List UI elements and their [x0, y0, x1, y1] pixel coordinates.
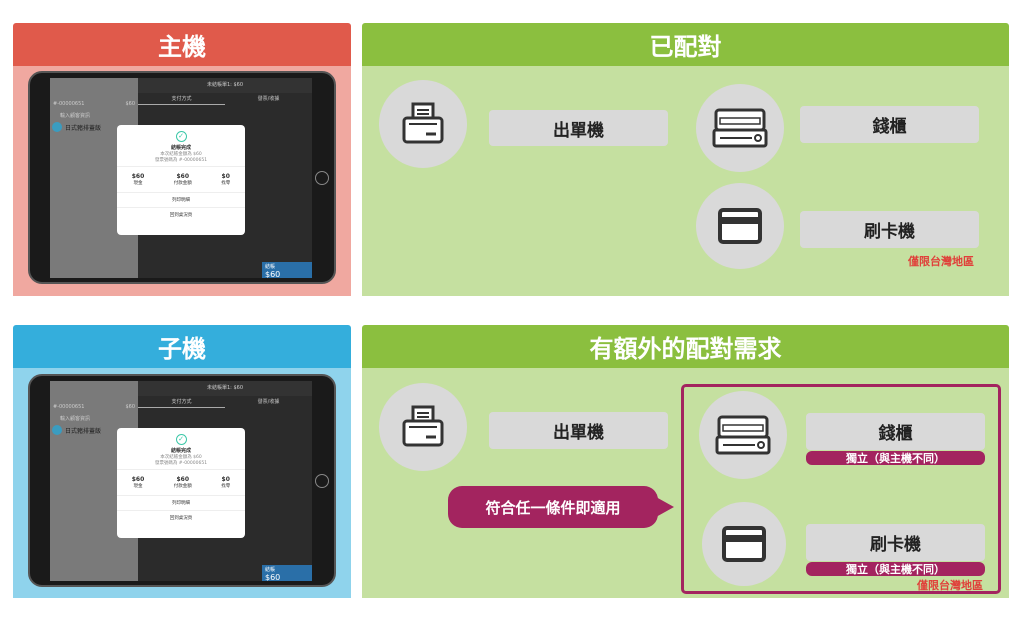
- change-value: $0: [221, 476, 230, 483]
- cash-value: $60: [131, 476, 145, 483]
- extra-region-note: 僅限台灣地區: [917, 579, 983, 592]
- paid-value: $60: [176, 476, 190, 483]
- cash-drawer-icon: [696, 84, 784, 172]
- order-amount: $60: [125, 101, 135, 107]
- paired-header: 已配對: [362, 23, 1009, 66]
- paired-printer-label: 出單機: [489, 110, 668, 146]
- order-number: #-00000651: [53, 404, 85, 410]
- home-button[interactable]: [315, 474, 329, 488]
- modal-title: 結帳完成: [170, 448, 191, 454]
- paired-panel: [362, 66, 1009, 296]
- customer-input[interactable]: 輸入顧客資訊: [60, 416, 91, 422]
- order-amount: $60: [125, 404, 135, 410]
- change-label: 找零: [221, 484, 231, 489]
- extra-card-reader-label: 刷卡機: [806, 524, 985, 561]
- back-to-tables-button[interactable]: 回到桌況頁: [169, 516, 193, 521]
- paired-card-reader-label: 刷卡機: [800, 211, 979, 248]
- tablet-sub: #-00000651 $60 輸入顧客資訊 日式豬排蓋飯 未結帳單1: $60 支…: [28, 374, 336, 587]
- order-number: #-00000651: [53, 101, 85, 107]
- tab-invoice[interactable]: 發票/收據: [257, 399, 280, 405]
- printer-icon: [379, 80, 467, 168]
- print-details-button[interactable]: 列印明細: [117, 496, 245, 511]
- cash-label: 現金: [133, 484, 143, 489]
- cash-drawer-icon: [699, 391, 787, 479]
- checkout-button[interactable]: 結帳$60: [262, 565, 312, 581]
- change-label: 找零: [221, 181, 231, 186]
- modal-line1: 本次結帳金額為 $60: [160, 455, 202, 460]
- modal-line1: 本次結帳金額為 $60: [160, 152, 202, 157]
- paired-region-note: 僅限台灣地區: [908, 255, 974, 268]
- paired-title: 已配對: [649, 33, 722, 61]
- pos-screen: #-00000651 $60 輸入顧客資訊 日式豬排蓋飯 未結帳單1: $60 支…: [50, 381, 312, 581]
- pos-header: 未結帳單1: $60: [138, 78, 312, 93]
- pos-screen: #-00000651 $60 輸入顧客資訊 日式豬排蓋飯 未結帳單1: $60 支…: [50, 78, 312, 278]
- check-icon: ✓: [175, 434, 187, 445]
- item-avatar: [52, 425, 62, 435]
- checkout-label: 結帳: [265, 264, 276, 270]
- check-icon: ✓: [175, 131, 187, 142]
- callout-text: 符合任一條件即適用: [485, 498, 621, 517]
- independent-tag: 獨立（與主機不同）: [806, 451, 985, 465]
- extra-title: 有額外的配對需求: [589, 335, 782, 363]
- item-avatar: [52, 122, 62, 132]
- independent-tag: 獨立（與主機不同）: [806, 562, 985, 576]
- pos-header: 未結帳單1: $60: [138, 381, 312, 396]
- order-item[interactable]: 日式豬排蓋飯: [65, 124, 102, 132]
- print-details-button[interactable]: 列印明細: [117, 193, 245, 208]
- checkout-amount: $60: [265, 573, 281, 581]
- checkout-label: 結帳: [265, 567, 276, 573]
- paid-label: 付款金額: [173, 484, 192, 489]
- extra-header: 有額外的配對需求: [362, 325, 1009, 368]
- independent-group-box: [681, 384, 1001, 594]
- cash-value: $60: [131, 173, 145, 180]
- main-host-header: 主機: [13, 23, 351, 66]
- modal-line2: 發票號碼為 #-00000651: [117, 460, 245, 470]
- tablet-main: #-00000651 $60 輸入顧客資訊 日式豬排蓋飯 未結帳單1: $60 支…: [28, 71, 336, 284]
- checkout-button[interactable]: 結帳$60: [262, 262, 312, 278]
- modal-title: 結帳完成: [170, 145, 191, 151]
- extra-cash-drawer-label: 錢櫃: [806, 413, 985, 450]
- paid-label: 付款金額: [173, 181, 192, 186]
- main-host-title: 主機: [158, 33, 206, 61]
- sub-host-title: 子機: [158, 335, 206, 363]
- printer-icon: [379, 383, 467, 471]
- modal-line2: 發票號碼為 #-00000651: [117, 157, 245, 167]
- sub-host-header: 子機: [13, 325, 351, 368]
- condition-callout: 符合任一條件即適用: [448, 486, 658, 528]
- extra-printer-label: 出單機: [489, 412, 668, 449]
- tab-pay[interactable]: 支付方式: [138, 396, 225, 408]
- callout-arrow: [656, 497, 674, 517]
- back-to-tables-button[interactable]: 回到桌況頁: [169, 213, 193, 218]
- order-item[interactable]: 日式豬排蓋飯: [65, 427, 102, 435]
- cash-label: 現金: [133, 181, 143, 186]
- paid-value: $60: [176, 173, 190, 180]
- card-reader-icon: [696, 183, 784, 269]
- tab-pay[interactable]: 支付方式: [138, 93, 225, 105]
- home-button[interactable]: [315, 171, 329, 185]
- change-value: $0: [221, 173, 230, 180]
- checkout-amount: $60: [265, 270, 281, 278]
- customer-input[interactable]: 輸入顧客資訊: [60, 113, 91, 119]
- card-reader-icon: [702, 502, 786, 586]
- tab-invoice[interactable]: 發票/收據: [257, 96, 280, 102]
- paired-cash-drawer-label: 錢櫃: [800, 106, 979, 143]
